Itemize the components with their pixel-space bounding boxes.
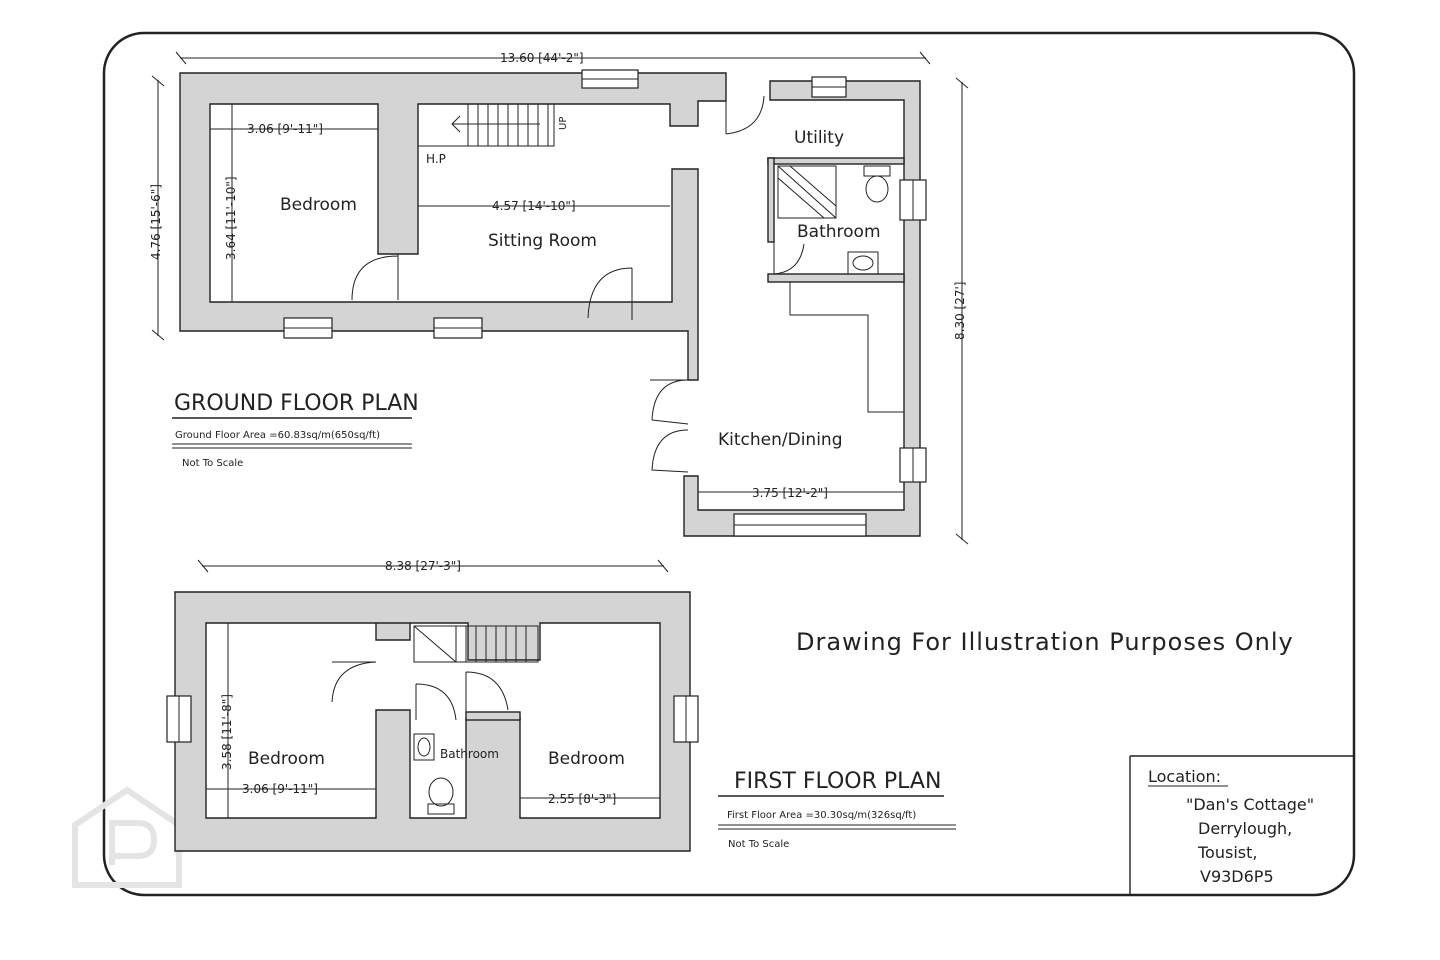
watermark-logo-icon	[72, 786, 182, 888]
ground-dimension-lines	[151, 51, 969, 545]
ground-floor-plan: 13.60 [44'-2"] 4.76 [15'-6"] 8.30 [27'] …	[149, 51, 969, 545]
toilet-icon	[863, 165, 891, 203]
ground-utility-label: Utility	[794, 128, 844, 148]
ground-kitchen-label: Kitchen/Dining	[718, 430, 843, 450]
first-dimension-lines	[197, 559, 669, 818]
hot-press-label: H.P	[426, 152, 446, 166]
ground-bedroom-height-dim: 3.64 [11'-10"]	[224, 176, 238, 260]
ground-bathroom-label: Bathroom	[797, 222, 881, 242]
ground-overall-width-dim: 13.60 [44'-2"]	[500, 51, 584, 65]
location-line-2: Derrylough,	[1198, 819, 1292, 838]
first-bathroom-label: Bathroom	[440, 747, 499, 761]
ground-kitchen-width-dim: 3.75 [12'-2"]	[752, 486, 828, 500]
first-floor-title: FIRST FLOOR PLAN	[734, 769, 941, 794]
ground-bedroom-label: Bedroom	[280, 195, 357, 215]
first-bedroom-left-label: Bedroom	[248, 749, 325, 769]
first-wash-basin-icon	[413, 733, 435, 761]
first-left-width-dim: 3.06 [9'-11"]	[242, 782, 318, 796]
ground-not-to-scale: Not To Scale	[182, 458, 243, 469]
first-floor-walls	[174, 591, 691, 852]
ground-stairs	[417, 103, 555, 147]
first-stairs	[413, 625, 539, 663]
ground-wing-height-dim: 8.30 [27']	[953, 282, 967, 340]
stairs-up-label: UP	[558, 117, 569, 130]
ground-wing-walls	[683, 80, 921, 537]
ground-sitting-width-dim: 4.57 [14'-10"]	[492, 199, 576, 213]
location-box: Location: "Dan's Cottage" Derrylough, To…	[1129, 755, 1354, 895]
first-overall-width-dim: 8.38 [27'-3"]	[385, 559, 461, 573]
location-line-1: "Dan's Cottage"	[1186, 795, 1314, 814]
location-line-4: V93D6P5	[1200, 867, 1274, 886]
first-not-to-scale: Not To Scale	[728, 839, 789, 850]
first-bedroom-right-label: Bedroom	[548, 749, 625, 769]
first-right-width-dim: 2.55 [8'-3"]	[548, 792, 616, 806]
ground-sitting-room-label: Sitting Room	[488, 231, 597, 251]
first-left-height-dim: 3.58 [11'-8"]	[220, 694, 234, 770]
location-heading: Location:	[1148, 767, 1221, 786]
wash-basin-icon	[847, 251, 879, 275]
ground-bedroom-width-dim: 3.06 [9'-11"]	[247, 122, 323, 136]
first-floor-area: First Floor Area =30.30sq/m(326sq/ft)	[727, 810, 916, 821]
drawing-border	[102, 31, 1356, 897]
location-line-3: Tousist,	[1197, 843, 1257, 862]
illustration-disclaimer: Drawing For Illustration Purposes Only	[796, 628, 1294, 656]
ground-overall-height-dim: 4.76 [15'-6"]	[149, 184, 163, 260]
first-toilet-icon	[427, 777, 455, 815]
ground-floor-area: Ground Floor Area =60.83sq/m(650sq/ft)	[175, 430, 380, 441]
first-floor-plan: 8.38 [27'-3"] 3.58 [11'-8"] 3.06 [9'-11"…	[166, 559, 956, 852]
ground-floor-title: GROUND FLOOR PLAN	[174, 391, 419, 416]
shower-tray-icon	[777, 165, 837, 219]
